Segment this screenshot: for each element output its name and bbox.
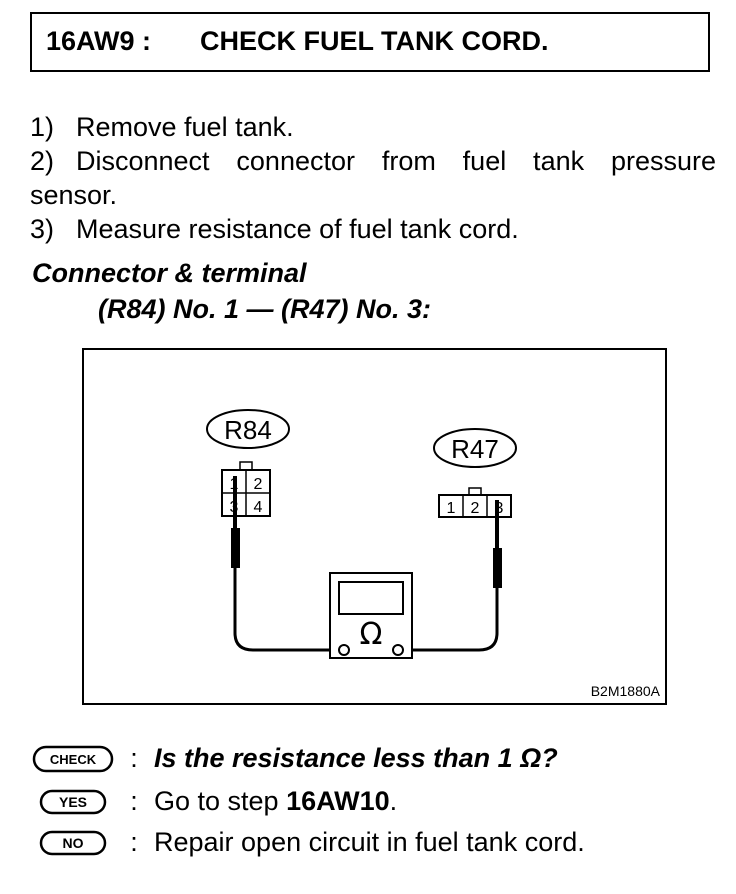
yes-separator: : [130, 786, 138, 816]
check-row: CHECK : Is the resistance less than 1 Ω? [32, 743, 558, 774]
r47-latch [468, 487, 482, 496]
r47-label: R47 [451, 434, 499, 464]
right-test-lead [402, 588, 499, 652]
yes-prefix: Go to step [154, 786, 287, 816]
r84-label-oval [206, 409, 290, 449]
yes-suffix: . [389, 786, 398, 816]
instruction-step-3: 3) Measure resistance of fuel tank cord. [30, 212, 716, 246]
figure-code: B2M1880A [591, 683, 661, 699]
check-badge-label: CHECK [50, 752, 97, 767]
step-text-continued: sensor. [30, 180, 118, 210]
connector-terminal-label: Connector & terminal [32, 258, 307, 288]
r47-pin-2: 2 [471, 500, 480, 517]
no-text: Repair open circuit in fuel tank cord. [154, 827, 585, 857]
r47-housing [438, 494, 512, 518]
instruction-step-2: 2) Disconnect connector from fuel tank p… [30, 144, 716, 178]
right-test-probe [402, 500, 502, 652]
connector-terminal-value: (R84) No. 1 — (R47) No. 3: [98, 294, 432, 324]
connector-r84: R84 1 2 3 4 [206, 409, 290, 517]
connector-r47: R47 1 2 3 [433, 428, 517, 518]
ohm-symbol: Ω [360, 617, 383, 652]
step-text: Remove fuel tank. [76, 112, 294, 142]
no-badge-label: NO [63, 835, 84, 851]
no-badge: NO [39, 830, 107, 855]
yes-row: YES : Go to step 16AW10. [32, 786, 397, 817]
left-test-probe [231, 476, 340, 652]
no-row: NO : Repair open circuit in fuel tank co… [32, 827, 585, 858]
r47-pin-3: 3 [495, 500, 504, 517]
ohmmeter: Ω [329, 572, 413, 659]
check-badge: CHECK [32, 745, 114, 772]
instruction-list: 1) Remove fuel tank. 2) Disconnect conne… [30, 110, 716, 246]
step-number: 3) [30, 214, 55, 244]
step-text: Measure resistance of fuel tank cord. [76, 214, 519, 244]
r84-pin-4: 4 [254, 499, 263, 516]
step-code: 16AW9 : [46, 26, 152, 56]
ohmmeter-display [338, 581, 404, 615]
instruction-step-2-continued: sensor. [30, 178, 716, 212]
step-number: 1) [30, 112, 55, 142]
ohmmeter-terminal-right [392, 644, 404, 656]
yes-badge-label: YES [59, 794, 87, 810]
r47-label-oval [433, 428, 517, 468]
step-text: Disconnect connector from fuel tank pres… [76, 146, 716, 176]
check-question: Is the resistance less than 1 Ω? [154, 743, 558, 773]
ohmmeter-terminal-left [338, 644, 350, 656]
step-header: 16AW9 : CHECK FUEL TANK CORD. [30, 12, 710, 72]
yes-badge: YES [39, 789, 107, 814]
check-separator: : [130, 743, 138, 773]
r84-latch [239, 461, 253, 471]
instruction-step-1: 1) Remove fuel tank. [30, 110, 716, 144]
wiring-diagram: R84 1 2 3 4 R47 1 2 3 Ω [82, 348, 667, 705]
step-number: 2) [30, 146, 55, 176]
r47-pin-1: 1 [447, 500, 456, 517]
yes-target-step: 16AW10 [286, 786, 390, 816]
yes-text: Go to step 16AW10. [154, 786, 397, 817]
left-test-lead [233, 568, 340, 652]
no-separator: : [130, 827, 138, 857]
r84-label: R84 [224, 415, 272, 445]
step-title: CHECK FUEL TANK CORD. [200, 26, 549, 56]
r84-pin-2: 2 [254, 476, 263, 493]
